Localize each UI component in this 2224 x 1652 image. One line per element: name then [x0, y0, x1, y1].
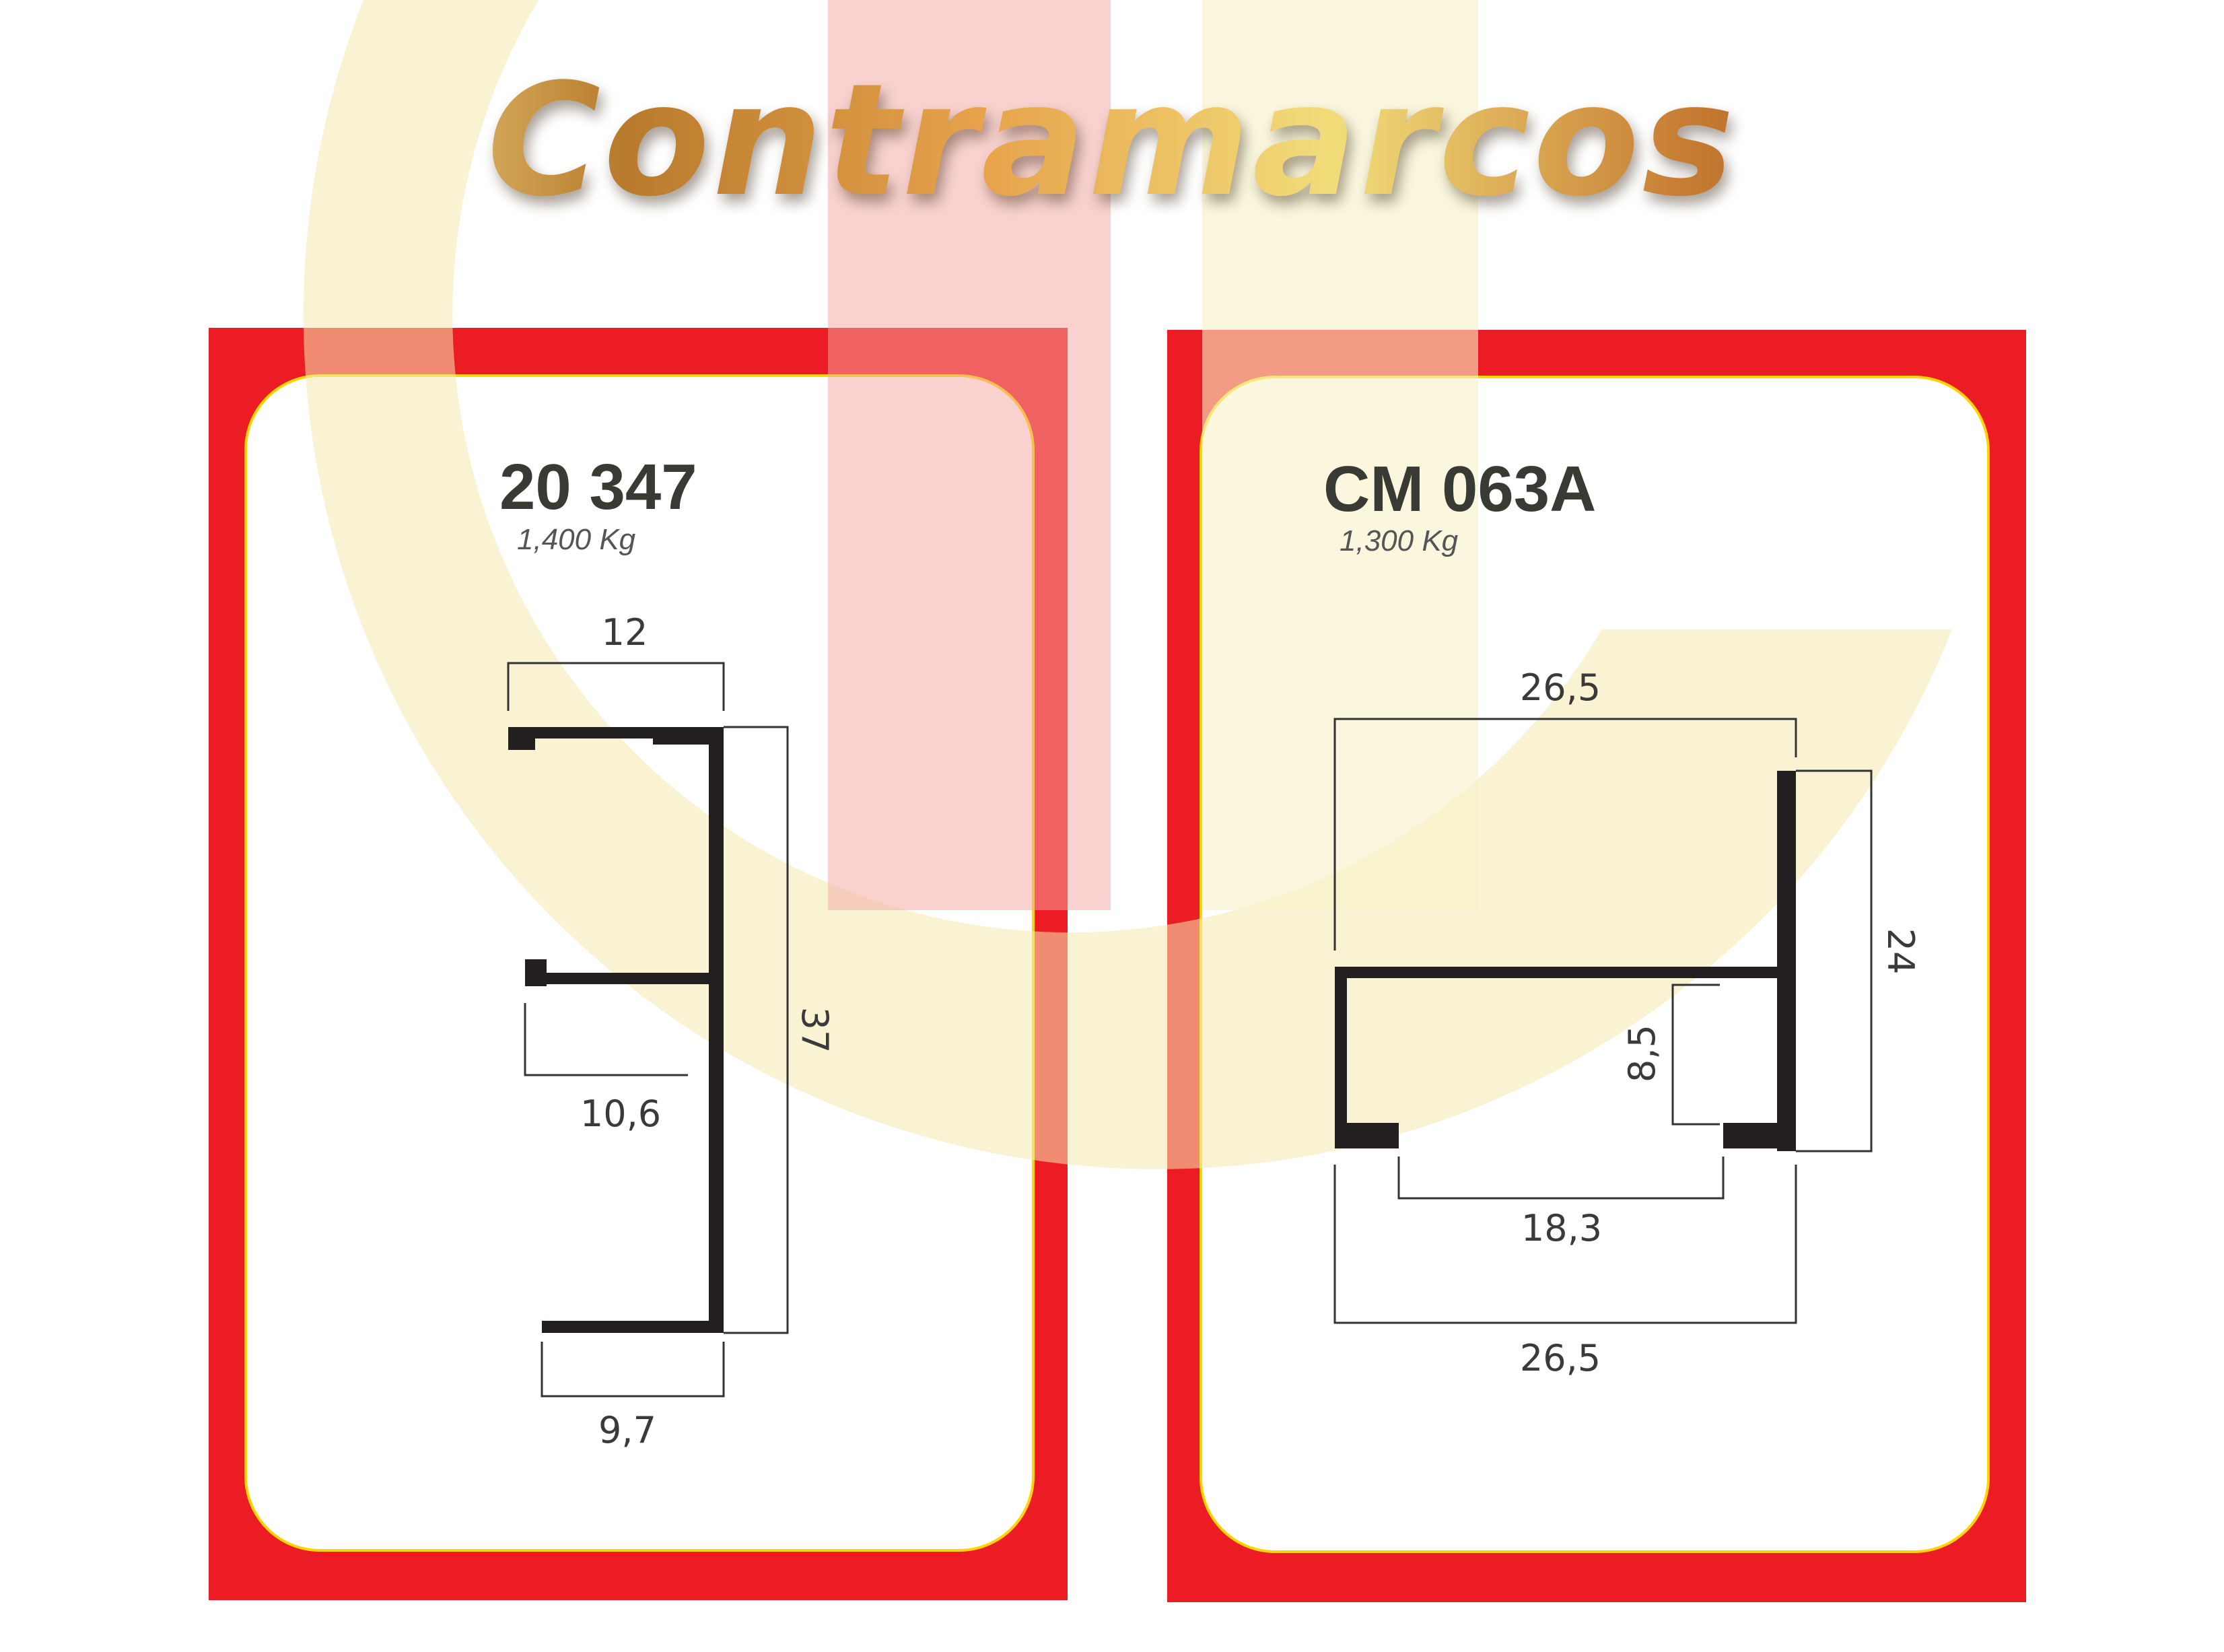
watermark-pink-bar	[828, 0, 1111, 910]
profile-code-left: 20 347	[499, 451, 697, 523]
profile-20347-section	[508, 727, 724, 1333]
dim-20347-inner-flange: 10,6	[580, 1093, 662, 1135]
dim-cm063a-height: 24	[1879, 928, 1922, 975]
dim-cm063a-top-width: 26,5	[1519, 666, 1601, 709]
profile-weight-right: 1,300 Kg	[1340, 524, 1459, 557]
profile-code-right: CM 063A	[1323, 453, 1597, 525]
dim-cm063a-bottom-width: 26,5	[1519, 1337, 1601, 1379]
page-title: Contramarcos	[0, 64, 2224, 219]
profile-cm063a-dimension-lines	[1333, 718, 1873, 1324]
dim-cm063a-lip-height: 8,5	[1621, 1025, 1663, 1082]
watermark-cream-bar	[1202, 0, 1478, 910]
dim-20347-top-width: 12	[601, 611, 648, 654]
profile-cm063a-section	[1335, 771, 1796, 1151]
dim-20347-bottom-width: 9,7	[598, 1409, 656, 1451]
dim-cm063a-opening: 18,3	[1521, 1207, 1603, 1249]
profile-20347-dimension-lines	[507, 662, 789, 1398]
profile-weight-left: 1,400 Kg	[517, 523, 636, 556]
